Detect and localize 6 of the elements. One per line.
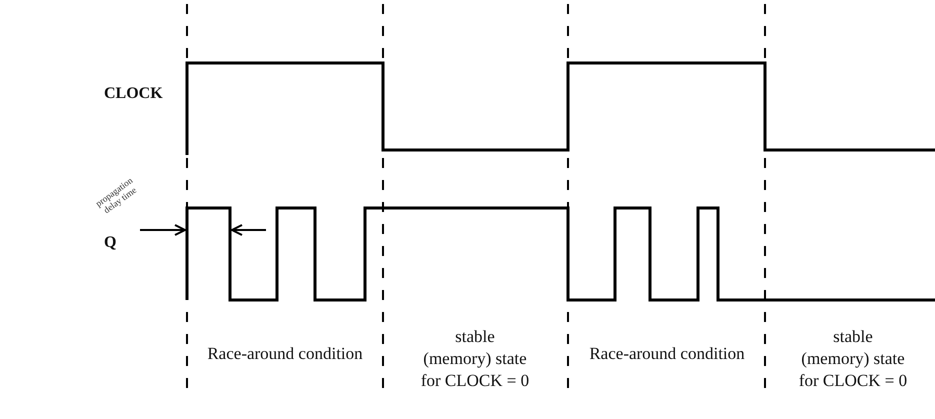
annotation-text: Race-around condition xyxy=(588,343,746,365)
annotation-text: stable (memory) state for CLOCK = 0 xyxy=(420,326,530,392)
signal-label: CLOCK xyxy=(104,84,164,104)
signal-label: Q xyxy=(104,233,118,253)
annotation-text: Race-around condition xyxy=(206,343,364,365)
annotation-text: stable (memory) state for CLOCK = 0 xyxy=(798,326,908,392)
